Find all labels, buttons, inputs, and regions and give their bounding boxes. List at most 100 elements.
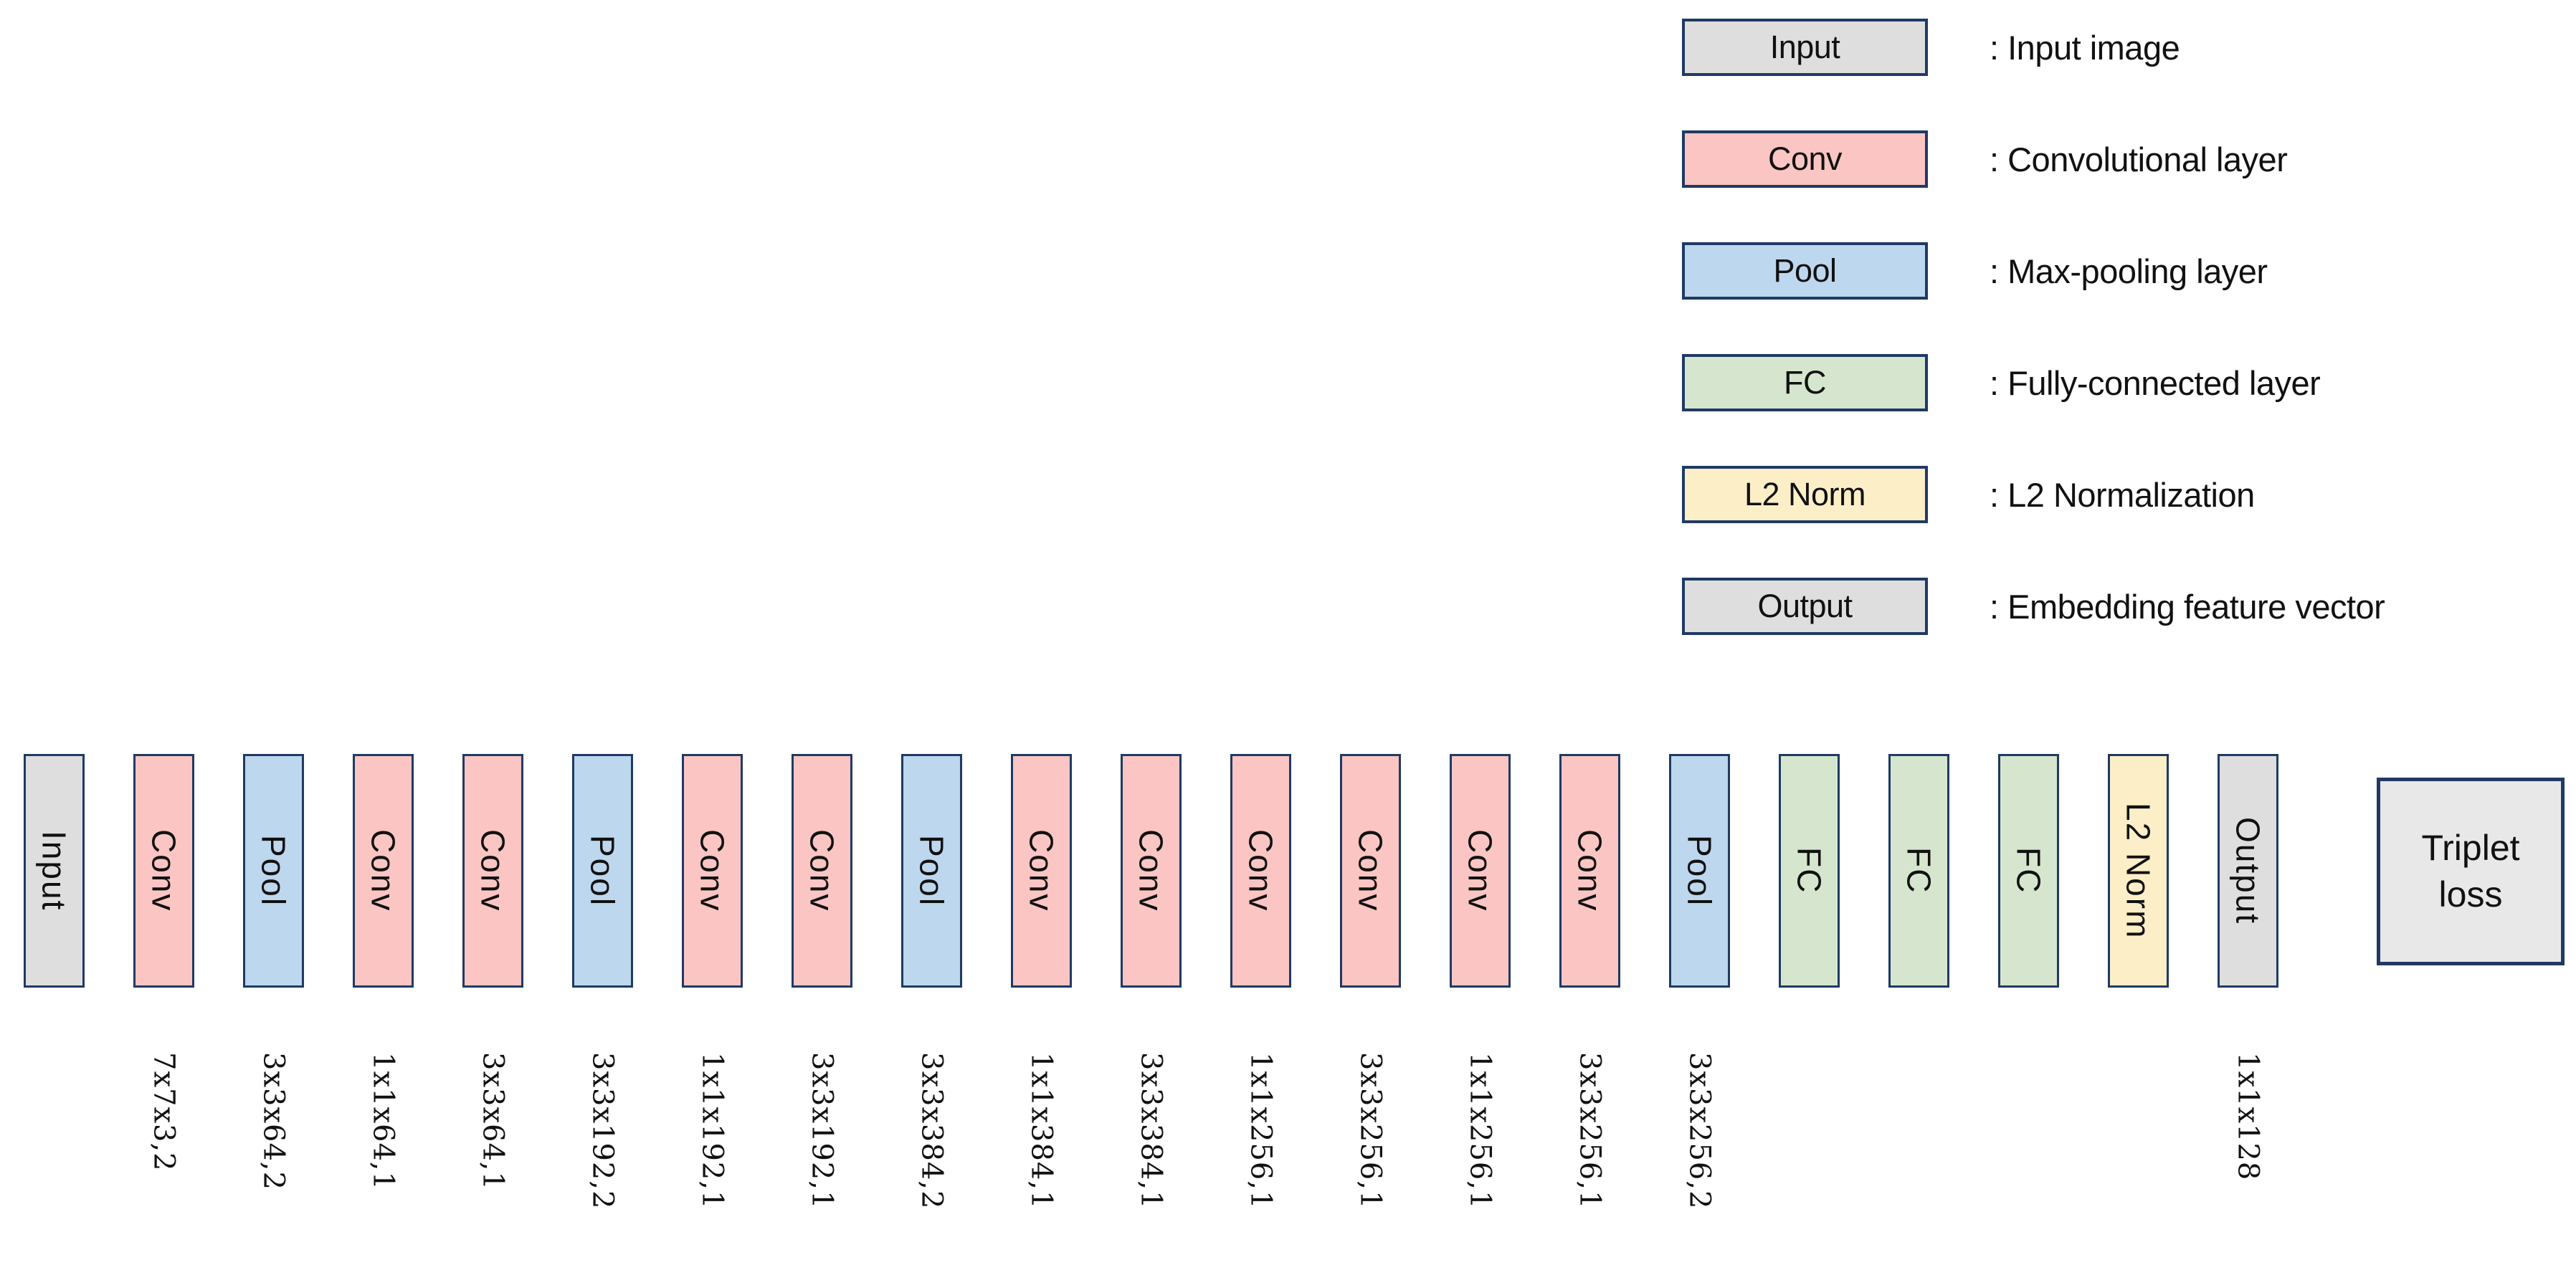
legend-box-label: L2 Norm xyxy=(1744,476,1866,512)
layer-column: Conv 3x3x256,1 xyxy=(1340,754,1401,1210)
layer-label: FC xyxy=(1900,847,1938,894)
layer-block-input: Input xyxy=(24,754,85,988)
layer-block-conv: Conv xyxy=(682,754,743,988)
layer-label: Pool xyxy=(255,834,293,907)
legend-color-box: Conv xyxy=(1682,130,1928,188)
layer-dims-label: 3x3x64,2 xyxy=(257,1052,290,1191)
layer-block-fc: FC xyxy=(1998,754,2059,988)
legend-color-box: L2 Norm xyxy=(1682,466,1928,523)
layer-block-fc: FC xyxy=(1779,754,1840,988)
triplet-loss-label-line1: Triplet xyxy=(2421,828,2520,868)
layer-dims-label: 3x3x192,2 xyxy=(586,1052,619,1210)
legend-box-label: Pool xyxy=(1773,252,1837,289)
legend-box-label: Output xyxy=(1757,588,1853,624)
layer-dims-label: 3x3x384,2 xyxy=(915,1052,949,1210)
legend-row: FC : Fully-connected layer xyxy=(1682,354,2385,411)
layer-column: Pool 3x3x192,2 xyxy=(572,754,633,1210)
layer-column: Input xyxy=(24,754,85,1052)
legend-color-box: Pool xyxy=(1682,242,1928,300)
layer-column: Output 1x1x128 xyxy=(2218,754,2278,1180)
layer-block-pool: Pool xyxy=(901,754,962,988)
layer-dims-label: 3x3x384,1 xyxy=(1134,1052,1168,1210)
layer-label: Conv xyxy=(803,829,841,912)
layer-dims-label: 3x3x192,1 xyxy=(805,1052,839,1210)
layer-block-conv: Conv xyxy=(462,754,523,988)
layer-block-pool: Pool xyxy=(243,754,304,988)
layer-block-conv: Conv xyxy=(792,754,852,988)
legend-row: Pool : Max-pooling layer xyxy=(1682,242,2385,300)
legend-desc: : L2 Normalization xyxy=(1990,475,2255,514)
legend-desc: : Input image xyxy=(1990,28,2180,67)
layer-block-output: Output xyxy=(2218,754,2278,988)
layer-column: Conv 1x1x64,1 xyxy=(353,754,414,1190)
layer-dims-label: 3x3x256,1 xyxy=(1354,1052,1387,1210)
layer-dims-label: 1x1x256,1 xyxy=(1463,1052,1497,1210)
pipeline-row: Input Conv 7x7x3,2 Pool 3x3x64,2 Conv 1x… xyxy=(24,754,2278,1210)
layer-dims-label: 3x3x256,1 xyxy=(1573,1052,1607,1210)
layer-dims-label: 1x1x384,1 xyxy=(1025,1052,1058,1210)
layer-block-pool: Pool xyxy=(572,754,633,988)
legend-desc: : Fully-connected layer xyxy=(1990,363,2321,402)
layer-label: Conv xyxy=(474,829,512,912)
layer-column: Pool 3x3x256,2 xyxy=(1669,754,1730,1210)
layer-label: Input xyxy=(35,830,73,912)
layer-label: Conv xyxy=(1022,829,1060,912)
layer-column: Conv 3x3x64,1 xyxy=(462,754,523,1190)
layer-block-conv: Conv xyxy=(1011,754,1072,988)
legend-row: Input : Input image xyxy=(1682,19,2385,76)
triplet-loss-label-line2: loss xyxy=(2438,874,2503,915)
layer-label: Conv xyxy=(1132,829,1170,912)
layer-column: Conv 3x3x384,1 xyxy=(1121,754,1182,1210)
layer-label: FC xyxy=(2010,847,2048,894)
layer-label: Conv xyxy=(145,829,183,912)
layer-column: Conv 1x1x384,1 xyxy=(1011,754,1072,1210)
legend-color-box: FC xyxy=(1682,354,1928,411)
layer-label: Conv xyxy=(693,829,731,912)
triplet-loss-box: Triplet loss xyxy=(2377,778,2565,965)
layer-dims-label: 1x1x128 xyxy=(2231,1052,2265,1181)
legend-color-box: Input xyxy=(1682,19,1928,76)
layer-label: Conv xyxy=(1351,829,1389,912)
layer-dims-label: 7x7x3,2 xyxy=(147,1052,181,1172)
layer-dims-label: 3x3x64,1 xyxy=(476,1052,510,1191)
layer-column: Conv 1x1x256,1 xyxy=(1230,754,1291,1210)
legend-desc: : Convolutional layer xyxy=(1990,140,2288,178)
layer-block-conv: Conv xyxy=(1121,754,1182,988)
legend: Input : Input image Conv : Convolutional… xyxy=(1682,19,2385,689)
layer-dims-label: 1x1x192,1 xyxy=(695,1052,729,1210)
layer-label: Pool xyxy=(913,834,951,907)
legend-box-label: Input xyxy=(1769,29,1840,65)
layer-column: FC xyxy=(1779,754,1840,1052)
layer-block-conv: Conv xyxy=(353,754,414,988)
layer-column: L2 Norm xyxy=(2108,754,2169,1052)
legend-desc: : Embedding feature vector xyxy=(1990,587,2385,626)
layer-column: Pool 3x3x64,2 xyxy=(243,754,304,1190)
layer-label: Conv xyxy=(1571,829,1609,912)
legend-desc: : Max-pooling layer xyxy=(1990,252,2268,290)
legend-row: L2 Norm : L2 Normalization xyxy=(1682,466,2385,523)
layer-block-l2: L2 Norm xyxy=(2108,754,2169,988)
layer-column: Conv 7x7x3,2 xyxy=(133,754,194,1172)
layer-column: Pool 3x3x384,2 xyxy=(901,754,962,1210)
layer-block-conv: Conv xyxy=(1230,754,1291,988)
legend-row: Output : Embedding feature vector xyxy=(1682,578,2385,635)
layer-label: Pool xyxy=(584,834,622,907)
layer-block-conv: Conv xyxy=(133,754,194,988)
layer-label: Conv xyxy=(1461,829,1499,912)
layer-block-conv: Conv xyxy=(1450,754,1511,988)
layer-column: Conv 3x3x256,1 xyxy=(1559,754,1620,1210)
layer-label: Conv xyxy=(1242,829,1280,912)
layer-block-conv: Conv xyxy=(1559,754,1620,988)
legend-row: Conv : Convolutional layer xyxy=(1682,130,2385,188)
layer-label: Output xyxy=(2229,816,2267,925)
layer-column: Conv 3x3x192,1 xyxy=(792,754,852,1210)
layer-dims-label: 1x1x256,1 xyxy=(1244,1052,1278,1210)
legend-box-label: Conv xyxy=(1767,140,1843,177)
legend-color-box: Output xyxy=(1682,578,1928,635)
legend-box-label: FC xyxy=(1784,364,1827,401)
layer-label: L2 Norm xyxy=(2119,802,2157,940)
layer-column: Conv 1x1x192,1 xyxy=(682,754,743,1210)
layer-column: FC xyxy=(1998,754,2059,1052)
layer-dims-label: 1x1x64,1 xyxy=(366,1052,400,1191)
